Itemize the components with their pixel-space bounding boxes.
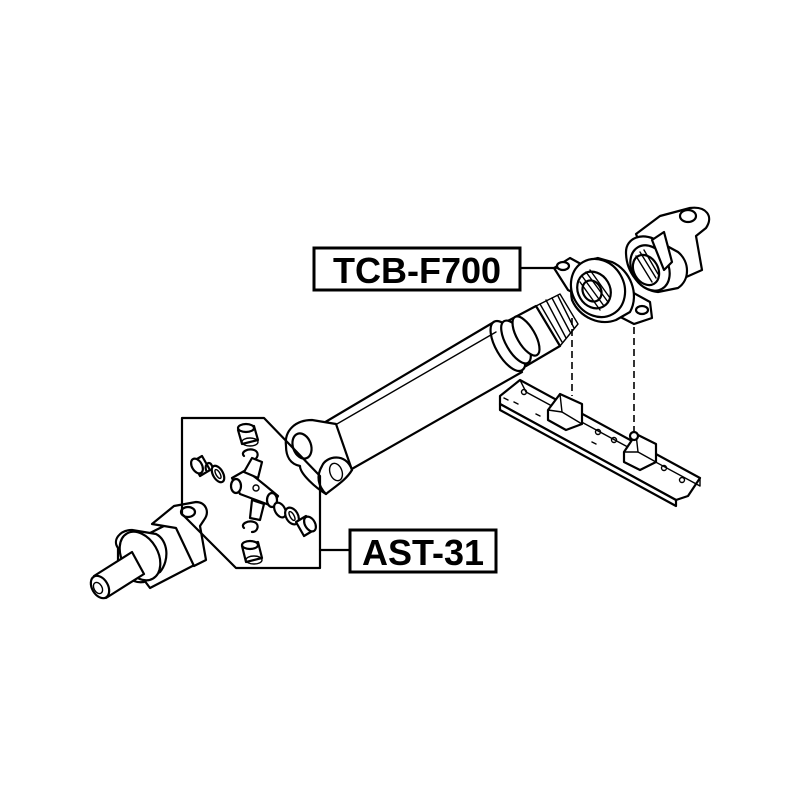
right-bearing-caps	[273, 501, 317, 538]
flange-yoke	[624, 206, 711, 294]
center-bearing-assembly	[552, 256, 654, 326]
front-yoke	[89, 500, 208, 600]
label-center-bearing-box	[312, 246, 522, 292]
ujoint-spider-cross	[229, 456, 280, 522]
ujoint-kit-outline	[180, 416, 322, 570]
shaft-yoke	[284, 418, 354, 496]
label-ujoint: AST-31	[348, 528, 498, 574]
left-bearing-caps	[190, 454, 226, 484]
drive-shaft-tube	[320, 293, 579, 472]
label-ujoint-box	[348, 528, 498, 574]
label-ujoint-text: AST-31	[362, 532, 484, 573]
crossmember-bracket	[498, 378, 702, 508]
label-center-bearing-text: TCB-F700	[333, 250, 501, 291]
label-center-bearing: TCB-F700	[312, 246, 522, 292]
ujoint-kit-parts	[190, 422, 317, 565]
